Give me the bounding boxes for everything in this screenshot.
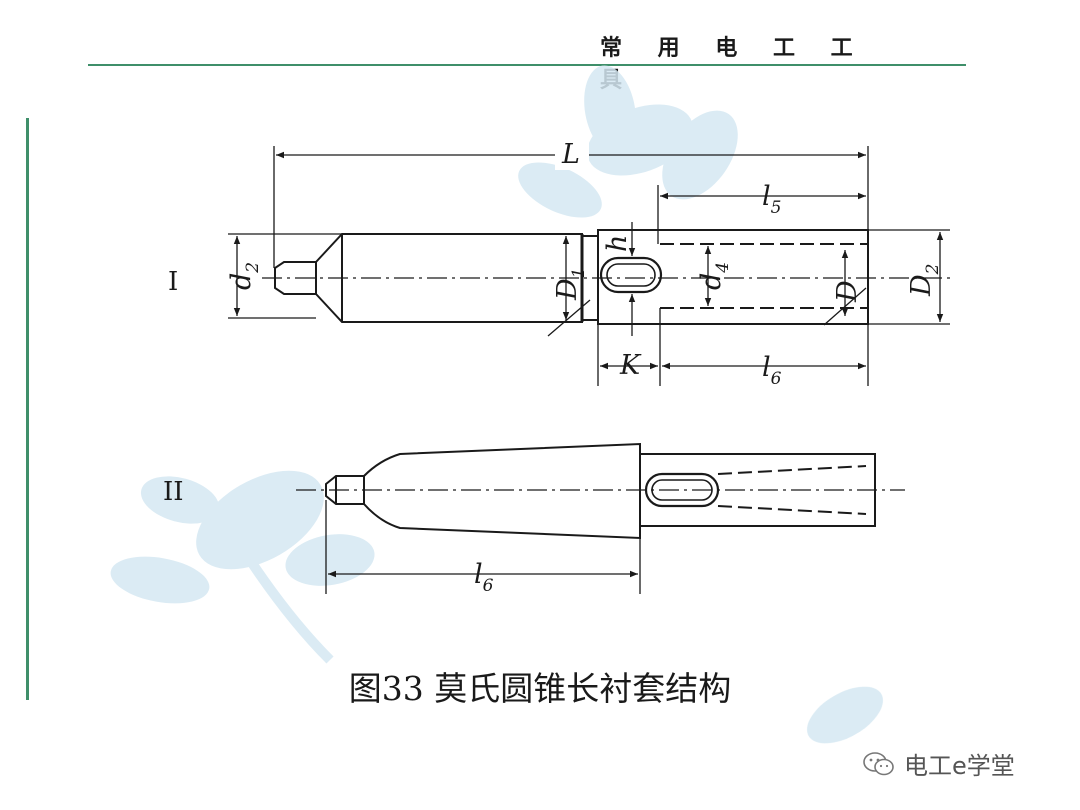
label-d4: d4 <box>696 262 733 290</box>
label-K: K <box>619 350 642 381</box>
watermark-text: 电工e学堂 <box>904 752 1015 780</box>
label-D: D <box>832 280 863 303</box>
decorative-leaves <box>110 65 883 744</box>
part1-sleeve <box>597 229 869 325</box>
header-divider <box>88 64 966 66</box>
part-label-2: II <box>163 477 184 507</box>
label-l6-lower: l6 <box>474 559 494 596</box>
part1-shank <box>262 233 950 323</box>
figure-caption: 图33 莫氏圆锥长衬套结构 <box>348 669 732 708</box>
dimension-l6-lower <box>325 500 641 594</box>
label-l5: l5 <box>762 181 781 218</box>
watermark: 电工e学堂 <box>862 746 1015 781</box>
dimension-D2 <box>868 229 950 325</box>
dimension-K-l6 <box>597 308 869 386</box>
part-label-1: I <box>168 267 178 297</box>
label-D2: D2 <box>906 264 943 297</box>
label-d2: d2 <box>226 262 263 290</box>
dimension-d2 <box>228 233 342 319</box>
dimension-D <box>823 250 867 326</box>
label-D1: D1 <box>552 268 589 301</box>
label-h: h <box>602 235 633 252</box>
dimension-D1 <box>547 236 591 337</box>
dimension-l5 <box>657 185 866 244</box>
side-accent-bar <box>26 118 29 700</box>
wechat-icon <box>863 751 894 775</box>
part2-body <box>296 442 905 540</box>
label-L: L <box>561 139 580 170</box>
label-l6: l6 <box>762 352 782 389</box>
